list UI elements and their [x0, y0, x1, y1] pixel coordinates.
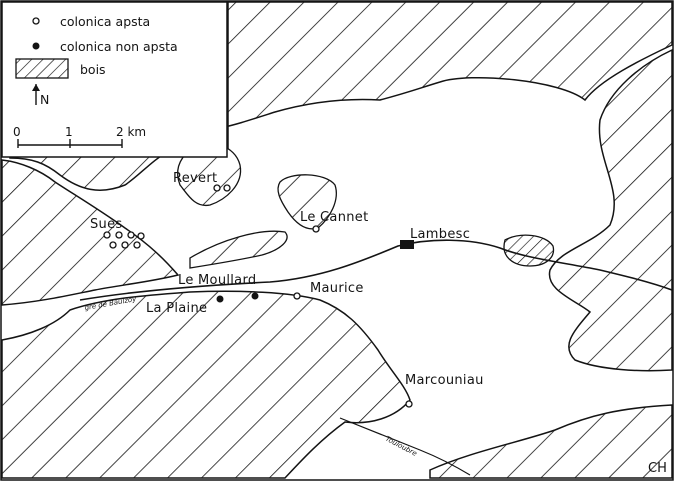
place-label-marcouniau: Marcouniau: [405, 373, 484, 388]
woodland-southeast: [429, 404, 673, 479]
sues-symbols: [103, 231, 145, 249]
cannet-marker: [312, 225, 320, 233]
colonica-apsta-marker: [223, 184, 231, 192]
lambesc-village-icon: [400, 240, 414, 249]
scale-bar-icon: [17, 139, 123, 148]
revert-symbols: [213, 184, 231, 192]
woodland-strip: [189, 230, 288, 269]
open-circle-icon: [32, 17, 40, 25]
marcouniau-marker: [405, 400, 413, 408]
colonica-apsta-marker: [213, 184, 221, 192]
hatched-box-icon: [15, 58, 69, 79]
place-label-maurice: Maurice: [310, 281, 364, 296]
woodland-west: [1, 159, 180, 306]
scale-tick-2: 2 km: [116, 125, 146, 139]
legend-label-non-apsta: colonica non apsta: [60, 39, 178, 54]
scale-tick-0: 0: [13, 125, 21, 139]
woodland-east-patch: [503, 234, 555, 267]
colonica-apsta-marker: [127, 231, 135, 239]
legend-label-apsta: colonica apsta: [60, 14, 150, 29]
legend-label-bois: bois: [80, 62, 106, 77]
legend: colonica apsta colonica non apsta bois N…: [1, 1, 228, 158]
colonica-apsta-marker: [133, 241, 141, 249]
stream: [339, 417, 471, 476]
woodland-south: [1, 290, 411, 479]
place-label-le-cannet: Le Cannet: [300, 210, 368, 225]
colonica-non-apsta-marker: [251, 292, 259, 300]
place-label-lambesc: Lambesc: [410, 227, 470, 242]
colonica-apsta-marker: [109, 241, 117, 249]
scale-tick-1: 1: [65, 125, 73, 139]
woodland-east: [548, 48, 673, 372]
colonica-apsta-marker: [115, 231, 123, 239]
filled-circle-icon: [32, 42, 40, 50]
place-label-le-moullard: Le Moullard: [178, 273, 256, 288]
north-arrow-icon: [32, 84, 40, 105]
colonica-non-apsta-marker: [216, 295, 224, 303]
place-label-sues: Suès: [90, 217, 122, 232]
woodland-north: [9, 1, 673, 191]
maurice-marker: [293, 292, 301, 300]
north-label: N: [40, 92, 49, 107]
colonica-apsta-marker: [121, 241, 129, 249]
place-label-revert: Revert: [173, 171, 217, 186]
corner-label: CH: [648, 461, 667, 476]
legend-box: [1, 1, 228, 158]
main-road: [79, 239, 673, 301]
colonica-apsta-marker: [137, 232, 145, 240]
colonica-apsta-marker: [103, 231, 111, 239]
place-label-la-plaine: La Plaine: [146, 301, 207, 316]
